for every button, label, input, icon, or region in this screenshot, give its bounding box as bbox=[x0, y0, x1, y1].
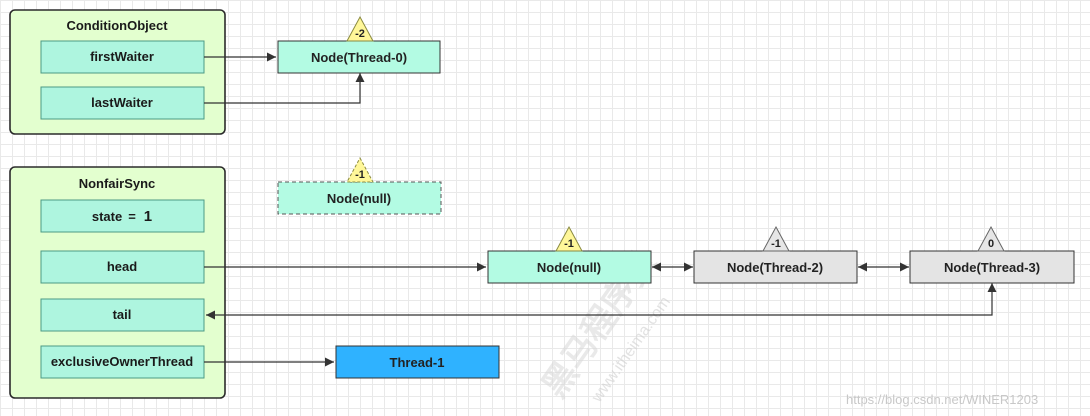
node-thread-2-box bbox=[693, 250, 858, 284]
warning-triangle-icon bbox=[346, 156, 374, 183]
node-thread-0: Node(Thread-0) -2 bbox=[277, 15, 441, 74]
node-null-removed-status: -1 bbox=[355, 169, 365, 181]
node-thread-2-status: -1 bbox=[771, 238, 781, 250]
thread-1-box bbox=[335, 345, 500, 379]
state-field bbox=[40, 199, 205, 233]
node-thread-3-label: Node(Thread-3) bbox=[944, 260, 1040, 275]
node-thread-0-box bbox=[277, 40, 441, 74]
source-credit: https://blog.csdn.net/WINER1203 bbox=[846, 392, 1038, 407]
first-waiter-label: firstWaiter bbox=[90, 49, 154, 64]
condition-object-group: ConditionObject firstWaiter lastWaiter bbox=[9, 9, 226, 135]
head-label: head bbox=[107, 259, 137, 274]
node-null-head-box bbox=[487, 250, 652, 284]
node-null-removed: Node(null) -1 bbox=[277, 156, 442, 215]
connectors bbox=[204, 52, 997, 367]
node-thread-3-status: 0 bbox=[988, 238, 994, 250]
state-name: state bbox=[92, 209, 122, 224]
node-null-removed-box bbox=[277, 181, 442, 215]
nonfair-sync-group: NonfairSync state = 1 head tail exclusiveO… bbox=[9, 166, 226, 399]
tail-label: tail bbox=[113, 307, 132, 322]
state-label: state = 1 bbox=[92, 208, 152, 225]
condition-object-title: ConditionObject bbox=[66, 18, 168, 33]
node-thread-3: Node(Thread-3) 0 bbox=[909, 225, 1075, 284]
tail-field bbox=[40, 298, 205, 332]
tail-arrow bbox=[206, 283, 997, 320]
last-waiter-label: lastWaiter bbox=[91, 95, 153, 110]
exclusive-owner-thread-label: exclusiveOwnerThread bbox=[51, 354, 193, 369]
head-field bbox=[40, 250, 205, 284]
warning-triangle-icon bbox=[346, 15, 374, 42]
warning-triangle-icon bbox=[555, 225, 583, 252]
nonfair-sync-title: NonfairSync bbox=[79, 176, 156, 191]
warning-triangle-icon bbox=[977, 225, 1005, 252]
last-waiter-field bbox=[40, 86, 205, 120]
warning-triangle-icon bbox=[762, 225, 790, 252]
node-thread-2-label: Node(Thread-2) bbox=[727, 260, 823, 275]
thread-1-label: Thread-1 bbox=[390, 355, 445, 370]
node-thread-3-box bbox=[909, 250, 1075, 284]
node-null-removed-label: Node(null) bbox=[327, 191, 391, 206]
node-thread-0-label: Node(Thread-0) bbox=[311, 50, 407, 65]
state-value: 1 bbox=[144, 208, 152, 225]
last-waiter-arrow bbox=[204, 73, 365, 104]
exclusive-owner-thread-field bbox=[40, 345, 205, 379]
node-null-head: Node(null) -1 bbox=[487, 225, 652, 284]
node-null-head-label: Node(null) bbox=[537, 260, 601, 275]
node-thread-0-status: -2 bbox=[355, 28, 365, 40]
state-equals: = bbox=[128, 209, 136, 224]
node-null-head-status: -1 bbox=[564, 238, 574, 250]
thread-1: Thread-1 bbox=[335, 345, 500, 379]
node-thread-2: Node(Thread-2) -1 bbox=[693, 225, 858, 284]
